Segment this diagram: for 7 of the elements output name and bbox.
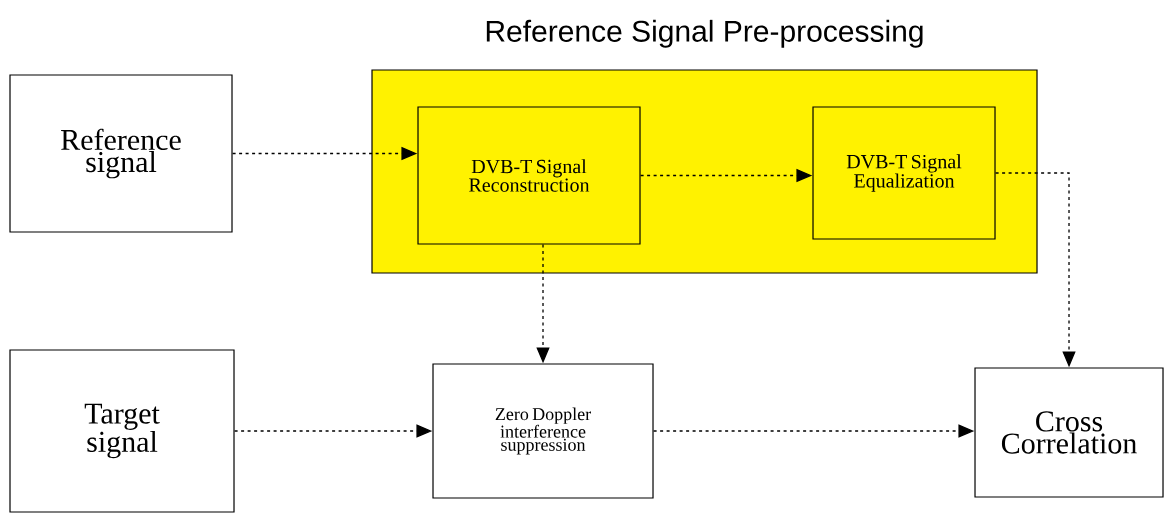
- process-box: DVB-T Signal Equalization: [812, 106, 996, 240]
- signal-box: Reference signal: [9, 74, 233, 233]
- process-box: Zero Doppler interference suppression: [432, 363, 654, 499]
- process-box: DVB-T Signal Reconstruction: [417, 106, 641, 245]
- node-label: Reference Signal Pre-processing: [486, 19, 923, 48]
- process-box: Cross Correlation: [974, 367, 1164, 498]
- signal-box: Target signal: [9, 349, 235, 513]
